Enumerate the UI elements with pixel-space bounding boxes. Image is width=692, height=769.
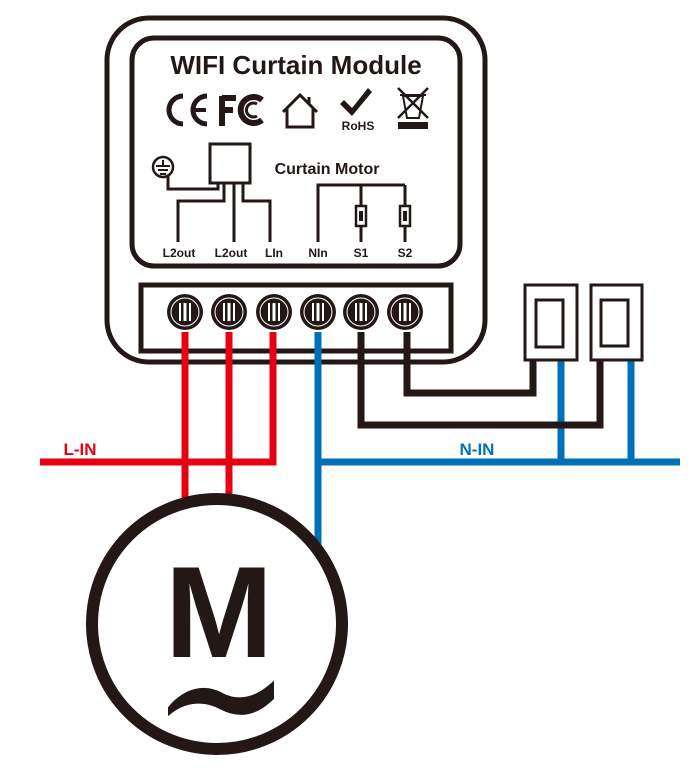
ce-mark-icon	[166, 93, 208, 127]
motor-symbol: M	[165, 539, 273, 685]
terminal-screw-3[interactable]	[256, 294, 292, 330]
terminal-screw-5[interactable]	[343, 294, 379, 330]
terminal-label-s2: S2	[398, 246, 413, 260]
rohs-label: RoHS	[342, 119, 375, 133]
live-wires	[40, 332, 277, 500]
terminal-label-lin: LIn	[265, 246, 283, 260]
weee-bin-icon	[397, 87, 429, 129]
fcc-mark-icon	[219, 94, 264, 126]
terminal-screw-1[interactable]	[167, 294, 203, 330]
wire-s1	[357, 332, 604, 429]
wire-lin	[40, 332, 277, 466]
motor-circle	[86, 493, 348, 755]
wall-switch-2[interactable]	[589, 283, 644, 362]
s2-contact-icon	[398, 204, 412, 228]
neutral-wires	[314, 332, 680, 545]
switch-rocker-2[interactable]	[599, 298, 630, 348]
switch-rocker-1[interactable]	[534, 298, 565, 349]
terminal-label-s1: S1	[354, 246, 369, 260]
internal-wiring-right	[316, 183, 407, 242]
terminal-label-l2out-1: L2out	[163, 246, 196, 260]
terminal-label-l2out-2: L2out	[215, 246, 248, 260]
ac-tilde-icon	[168, 680, 274, 717]
signal-wires	[357, 332, 604, 429]
relay-box	[208, 142, 252, 185]
terminal-label-nin: NIn	[308, 246, 327, 260]
wire-s2	[403, 332, 537, 397]
live-in-label: L-IN	[63, 440, 96, 459]
terminal-screw-6[interactable]	[387, 294, 423, 330]
wall-switch-1[interactable]	[523, 283, 579, 362]
terminal-screw-2[interactable]	[211, 294, 247, 330]
terminal-screws	[167, 294, 423, 330]
module-label-panel	[129, 35, 463, 269]
neutral-in-label: N-IN	[460, 440, 495, 459]
ground-icon	[151, 155, 175, 179]
rohs-icon: RoHS	[340, 88, 374, 133]
internal-wiring-left	[166, 176, 272, 242]
terminal-screw-4[interactable]	[300, 294, 336, 330]
s1-contact-icon	[354, 204, 368, 228]
module-title: WIFI Curtain Module	[170, 50, 421, 80]
terminal-labels: L2out L2out LIn NIn S1 S2	[163, 246, 413, 260]
home-indoor-icon	[281, 92, 319, 129]
curtain-motor-label: Curtain Motor	[275, 161, 380, 178]
